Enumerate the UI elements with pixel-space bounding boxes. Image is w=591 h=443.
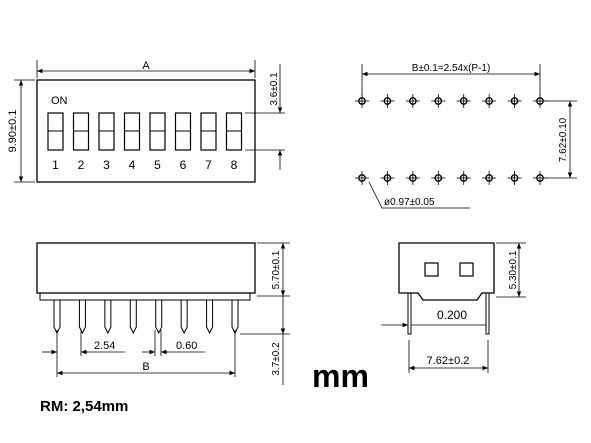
side-pin	[180, 300, 188, 335]
top-view-body	[36, 79, 256, 183]
end-pin-left	[407, 292, 412, 335]
switch-2	[72, 112, 90, 151]
switch-number: 7	[205, 158, 212, 172]
pin-hole	[380, 94, 395, 108]
dim-height-label: 9.90±0.1	[7, 110, 19, 153]
switch-1	[47, 112, 64, 151]
pin-hole	[507, 94, 522, 108]
pin-hole	[533, 171, 548, 185]
dim-end-height-label: 5.30±0.1	[508, 250, 519, 289]
pin-hole	[355, 171, 369, 185]
end-window-left	[424, 262, 439, 277]
hole-dim-label: ø0.97±0.05	[384, 197, 435, 208]
dim-b-label: B	[142, 361, 149, 373]
pin-hole	[380, 171, 395, 185]
side-pin	[206, 300, 214, 335]
pin-hole	[405, 171, 420, 185]
pin-hole	[405, 94, 420, 108]
pin-hole	[431, 171, 446, 185]
switch-actuators	[47, 112, 243, 151]
pin-hole	[533, 94, 548, 108]
pin-hole	[482, 171, 497, 185]
dim-body-height-label: 5.70±0.1	[271, 250, 282, 289]
on-label: ON	[51, 95, 68, 107]
side-view: 5.70±0.1 3.7±0.2 2.54 0.60 B	[36, 242, 290, 385]
hole-leader	[368, 181, 470, 209]
switch-number: 3	[103, 158, 110, 172]
end-view: 5.30±0.1 0.200 7.62±0.2	[381, 242, 526, 373]
end-view-body	[398, 242, 495, 301]
side-pin	[231, 300, 239, 335]
switch-number: 1	[52, 158, 59, 172]
dim-pin-length-label: 3.7±0.2	[271, 342, 282, 376]
switch-8	[225, 112, 243, 151]
pin-hole	[456, 171, 471, 185]
switch-number: 8	[231, 158, 238, 172]
switch-number: 6	[180, 158, 187, 172]
switch-number: 4	[129, 158, 136, 172]
pin-hole	[355, 94, 369, 108]
pin-hole	[431, 94, 446, 108]
switch-7	[200, 112, 217, 151]
dim-a-label: A	[142, 60, 150, 72]
dim-row-spacing-label: 7.62±0.10	[558, 117, 569, 162]
dim-pitch-label: B±0.1=2.54x(P-1)	[412, 63, 491, 74]
switch-3	[98, 112, 115, 151]
side-pin	[155, 300, 163, 335]
side-view-body	[36, 242, 256, 294]
side-pins	[53, 300, 239, 335]
switch-5	[149, 112, 166, 151]
dim-actuator-label: 3.6±0.1	[269, 72, 280, 106]
unit-label: mm	[312, 358, 369, 394]
side-pin	[53, 300, 61, 335]
top-view: A 9.90±0.1 ON 1 2 3 4 5 6 7 8 3.6±0.1	[7, 60, 285, 183]
pin-hole	[456, 94, 471, 108]
dim-end-spacing-label: 7.62±0.2	[427, 355, 470, 367]
side-pin	[129, 300, 137, 335]
switch-numbers: 1 2 3 4 5 6 7 8	[52, 158, 238, 172]
switch-4	[123, 112, 141, 151]
side-pin	[104, 300, 112, 335]
pin-hole	[507, 171, 522, 185]
switch-6	[174, 112, 192, 151]
rm-label: RM: 2,54mm	[40, 398, 128, 415]
pin-layout-view: B±0.1=2.54x(P-1) 7.62±0.10 ø0.97±0.05	[355, 63, 577, 209]
pin-holes	[355, 94, 548, 185]
end-window-right	[459, 262, 474, 277]
dim-pin-width-label: 0.60	[176, 340, 197, 352]
switch-number: 2	[78, 158, 85, 172]
dim-standoff-label: 0.200	[437, 308, 467, 322]
end-pin-right	[485, 292, 490, 335]
dim-side-pitch-label: 2.54	[94, 340, 115, 352]
switch-number: 5	[154, 158, 161, 172]
pin-hole	[482, 94, 497, 108]
side-pin	[78, 300, 86, 335]
